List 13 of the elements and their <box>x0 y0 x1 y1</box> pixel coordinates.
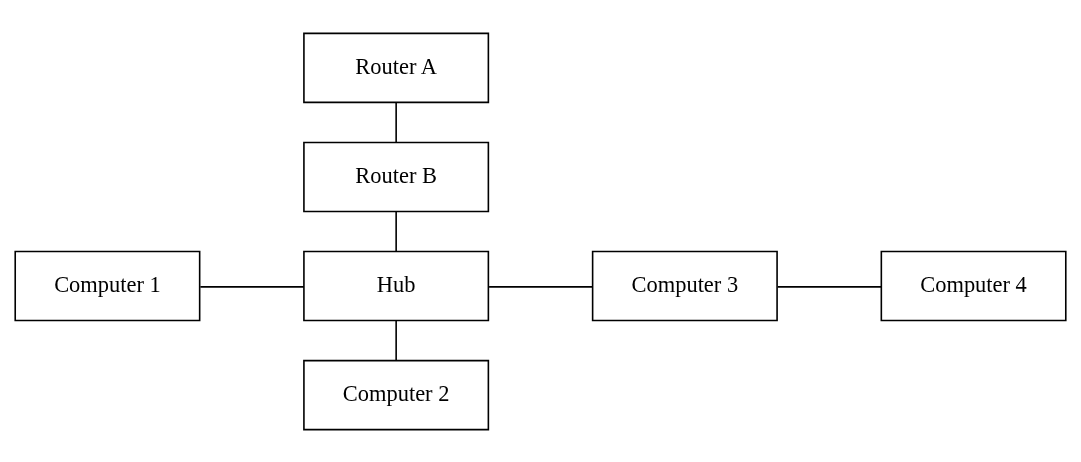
node-box: Hub <box>303 250 490 321</box>
node-box: Router B <box>303 141 490 212</box>
node-box: Computer 2 <box>303 359 490 430</box>
node-box: Computer 3 <box>591 250 778 321</box>
connector <box>395 101 397 143</box>
node-box: Computer 1 <box>14 250 201 321</box>
connector <box>777 285 883 288</box>
connector <box>488 285 594 288</box>
connector <box>395 210 397 252</box>
node-box: Computer 4 <box>880 250 1067 321</box>
connector <box>199 285 305 288</box>
connector <box>395 319 397 361</box>
node-box: Router A <box>303 32 490 103</box>
